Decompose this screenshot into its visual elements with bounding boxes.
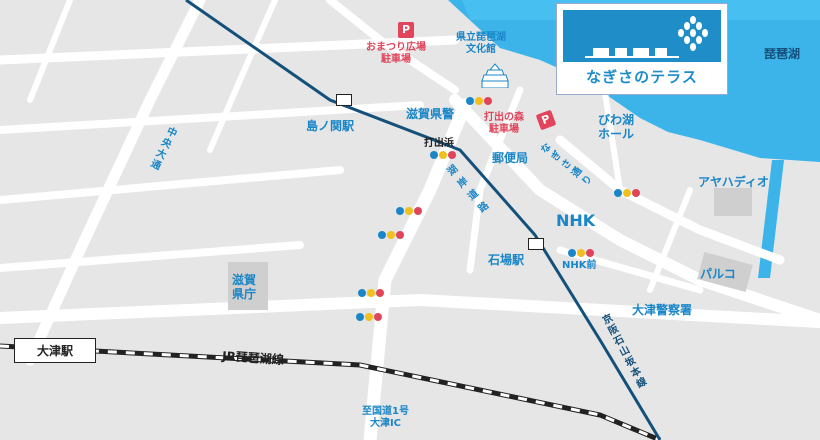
castle-icon <box>481 63 509 88</box>
museum-label: 県立琵琶湖 文化館 <box>456 32 506 55</box>
nhk-mae-label: NHK前 <box>562 260 597 271</box>
otsu-police-label: 大津警察署 <box>632 303 693 317</box>
shimanoseki-station-label: 島ノ関駅 <box>306 119 355 133</box>
shimanoseki-station-marker <box>336 94 352 106</box>
logo-banner <box>563 10 721 62</box>
traffic-light-icon <box>614 188 642 198</box>
tree-icon <box>585 16 708 58</box>
national-route-label: 至国道1号 大津IC <box>362 406 409 429</box>
parco-label: パルコ <box>700 267 736 281</box>
traffic-light-icon <box>358 288 386 298</box>
logo-box: なぎさのテラス <box>556 3 728 95</box>
shiga-office-label: 滋賀 県庁 <box>232 273 257 301</box>
ishiba-station-label: 石場駅 <box>488 253 525 267</box>
traffic-light-icon <box>466 96 494 106</box>
ayahadio-label: アヤハディオ <box>698 175 769 189</box>
traffic-light-icon <box>430 150 458 160</box>
biwako-hall-label: びわ湖 ホール <box>598 113 635 141</box>
traffic-light-icon <box>378 230 406 240</box>
uchidehama-label: 打出浜 <box>424 138 454 149</box>
logo-name: なぎさのテラス <box>586 68 698 86</box>
post-office-label: 郵便局 <box>492 151 529 165</box>
traffic-light-icon <box>568 248 596 258</box>
otsu-station-label: 大津駅 <box>37 344 74 358</box>
traffic-light-icon <box>396 206 424 216</box>
omatsuri-parking-label: おまつり広場 駐車場 <box>366 42 426 65</box>
parking-icon: P <box>398 22 414 38</box>
ishiba-station-marker <box>528 238 544 250</box>
lake-biwa-label: 琵琶湖 <box>764 47 801 61</box>
shiga-police-label: 滋賀県警 <box>406 107 455 121</box>
uchide-parking-label: 打出の森 駐車場 <box>484 112 524 135</box>
traffic-light-icon <box>356 312 384 322</box>
otsu-station-marker: 大津駅 <box>14 338 97 363</box>
nhk-label: NHK <box>556 211 596 230</box>
